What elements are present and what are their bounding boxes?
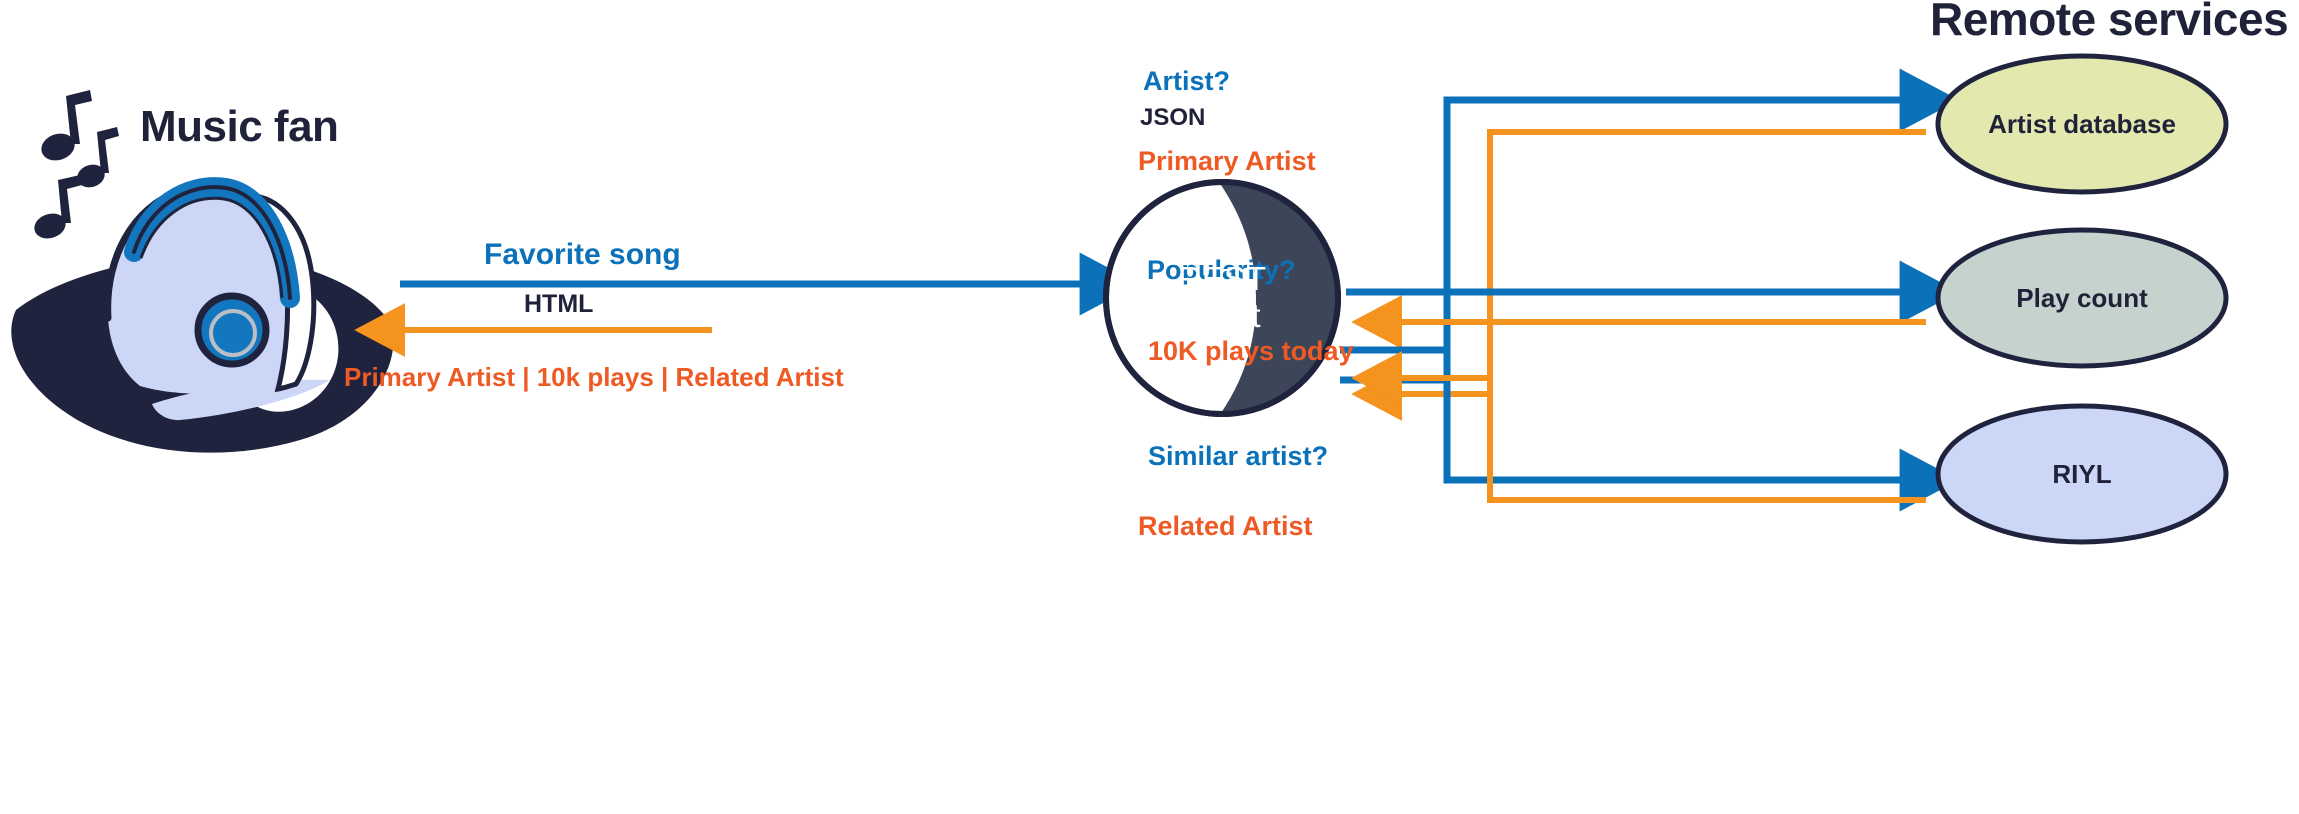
service-label-artist-database: Artist database (1988, 109, 2176, 139)
client-response-label: Primary Artist | 10k plays | Related Art… (344, 362, 844, 392)
rest-client-label-line1: REST (1177, 260, 1267, 298)
service-ellipse-artist-database (1935, 53, 2229, 195)
service-label-riyl: RIYL (2052, 459, 2112, 489)
rest-client-label: REST client (1177, 260, 1267, 335)
related-artist-response-label: Related Artist (1138, 511, 1313, 541)
service-1-request-connector (1340, 68, 1960, 384)
service-ellipse-riyl (1935, 403, 2229, 545)
service-3-response-connector (1351, 351, 1926, 503)
music-fan-title: Music fan (140, 102, 339, 151)
rest-client-label-line2: client (1183, 297, 1261, 334)
service-ellipse-play-count (1935, 227, 2229, 369)
music-note-icon (41, 90, 92, 161)
primary-artist-response-label: Primary Artist (1138, 146, 1316, 176)
popularity-query-label: Popularity? (1147, 255, 1296, 285)
artist-query-label: Artist? (1143, 66, 1230, 96)
similar-artist-query-label: Similar artist? (1148, 441, 1329, 471)
rest-client-sphere (1103, 179, 1341, 417)
service-label-play-count: Play count (2016, 283, 2148, 313)
music-note-icon (34, 175, 82, 239)
favorite-song-label: Favorite song (484, 238, 681, 271)
html-format-label: HTML (524, 290, 594, 318)
plays-today-response-label: 10K plays today (1148, 336, 1354, 366)
service-3-request-connector (1340, 346, 1960, 512)
music-fan-illustration (11, 90, 394, 453)
service-1-response-connector (1351, 129, 1926, 421)
remote-services-title: Remote services (1930, 0, 2289, 45)
json-format-label: JSON (1140, 104, 1206, 131)
music-note-icon (77, 127, 119, 188)
